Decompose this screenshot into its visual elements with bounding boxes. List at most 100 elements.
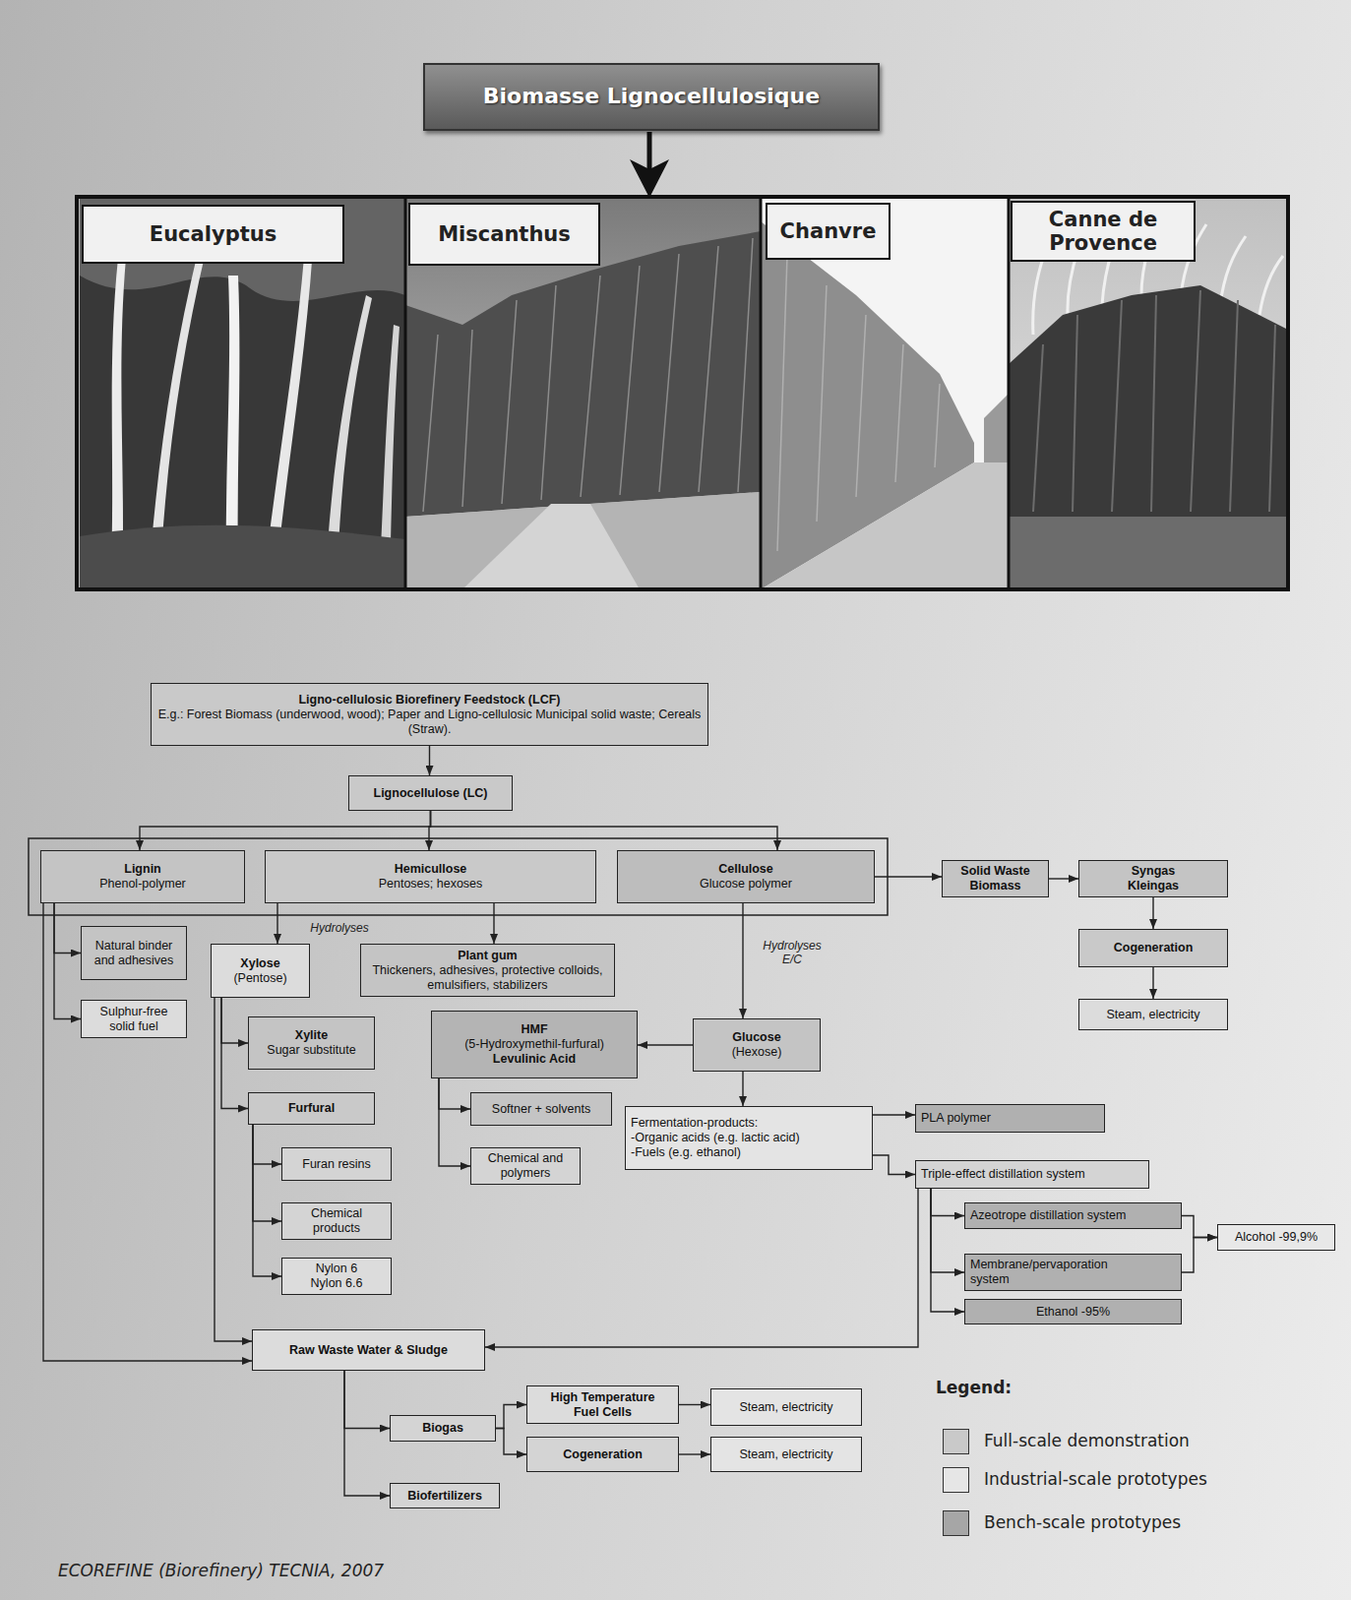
photo-label: Chanvre bbox=[765, 202, 891, 260]
node-text: (Hexose) bbox=[732, 1044, 783, 1060]
cane-streaks bbox=[1033, 290, 1276, 512]
process-box: Azeotrope distillation system bbox=[964, 1202, 1182, 1229]
process-box: Sulphur-free solid fuel bbox=[80, 999, 187, 1039]
connector bbox=[495, 1428, 527, 1456]
node-text: Chemical and polymers bbox=[480, 1151, 571, 1181]
node-text: Alcohol -99,9% bbox=[1234, 1229, 1318, 1245]
connector bbox=[438, 1078, 471, 1167]
connector bbox=[1048, 877, 1079, 879]
node-text: Steam, electricity bbox=[738, 1400, 833, 1415]
process-box: Natural binder and adhesives bbox=[80, 925, 187, 981]
legend-swatch bbox=[942, 1467, 970, 1493]
process-box: PLA polymer bbox=[915, 1104, 1106, 1133]
node-text: Ethanol -95% bbox=[1036, 1304, 1110, 1320]
process-box: Plant gumThickeners, adhesives, protecti… bbox=[360, 943, 615, 997]
node-text: (Pentose) bbox=[233, 971, 287, 986]
eucalyptus-photo bbox=[79, 196, 406, 590]
process-box: Syngas Kleingas bbox=[1078, 859, 1229, 898]
process-box: Ethanol -95% bbox=[964, 1298, 1182, 1325]
node-text: Ligno-cellulosic Biorefinery Feedstock (… bbox=[298, 692, 560, 708]
process-box: Biogas bbox=[389, 1414, 496, 1442]
process-box: Softner + solvents bbox=[470, 1092, 613, 1126]
connector bbox=[872, 1155, 916, 1175]
edge-label: Hydrolyses bbox=[295, 921, 384, 935]
connector bbox=[1181, 1216, 1218, 1238]
process-box: Lignocellulose (LC) bbox=[348, 775, 513, 811]
node-text: Glucose polymer bbox=[699, 876, 793, 892]
process-box: Solid Waste Biomass bbox=[941, 859, 1049, 898]
process-box: Steam, electricity bbox=[1078, 998, 1229, 1031]
node-text: Softner + solvents bbox=[491, 1102, 591, 1117]
caption: ECOREFINE (Biorefinery) TECNIA, 2007 bbox=[58, 1560, 384, 1581]
process-box: Nylon 6 Nylon 6.6 bbox=[281, 1257, 392, 1295]
process-box: Raw Waste Water & Sludge bbox=[251, 1329, 486, 1371]
process-box: Furan resins bbox=[281, 1147, 392, 1181]
node-text: Fermentation-products: bbox=[630, 1115, 758, 1131]
connector bbox=[344, 1370, 390, 1496]
node-text: Triple-effect distillation system bbox=[921, 1166, 1086, 1182]
big-arrow-head bbox=[629, 159, 670, 198]
node-text: -Fuels (e.g. ethanol) bbox=[630, 1145, 741, 1161]
connector bbox=[430, 810, 779, 851]
node-text: Xylose bbox=[240, 956, 280, 972]
node-text: High Temperature Fuel Cells bbox=[539, 1390, 668, 1420]
process-box: Chemical and polymers bbox=[470, 1147, 581, 1185]
node-text: Glucose bbox=[732, 1030, 781, 1045]
connector bbox=[495, 1405, 527, 1429]
field-path bbox=[760, 462, 1009, 590]
connector bbox=[276, 903, 278, 944]
process-box: Furfural bbox=[247, 1092, 375, 1125]
node-text: Miscanthus bbox=[437, 222, 571, 246]
connector bbox=[1152, 967, 1154, 999]
process-box: Glucose(Hexose) bbox=[692, 1018, 821, 1072]
legend-title: Legend: bbox=[935, 1377, 1012, 1398]
node-text: Hemicullose bbox=[394, 861, 468, 877]
photo-label: Canne de Provence bbox=[1010, 200, 1196, 262]
node-text: Cogeneration bbox=[562, 1447, 643, 1463]
process-box: LigninPhenol-polymer bbox=[40, 850, 246, 904]
grass-mass bbox=[405, 231, 761, 517]
node-text: Azeotrope distillation system bbox=[970, 1208, 1126, 1224]
miscanthus-photo bbox=[405, 196, 761, 590]
title-box: Biomasse Lignocellulosique bbox=[423, 62, 880, 131]
node-text: (5-Hydroxymethil-furfural) bbox=[464, 1037, 605, 1052]
connector bbox=[221, 997, 248, 1109]
node-text: Lignocellulose (LC) bbox=[373, 786, 489, 801]
connector bbox=[252, 1124, 282, 1165]
node-text: Sulphur-free solid fuel bbox=[89, 1004, 179, 1035]
node-text: Membrane/pervaporation system bbox=[970, 1257, 1143, 1288]
connector bbox=[872, 1113, 916, 1115]
legend-swatch bbox=[942, 1428, 970, 1455]
connector bbox=[139, 810, 431, 851]
node-text: Canne de Provence bbox=[1017, 207, 1189, 255]
node-text: Furan resins bbox=[302, 1157, 370, 1172]
connector bbox=[678, 1404, 711, 1406]
node-text: HMF bbox=[520, 1022, 548, 1038]
process-box: Cogeneration bbox=[1078, 928, 1229, 968]
legend-text: Full-scale demonstration bbox=[983, 1430, 1190, 1451]
cane-mass bbox=[1008, 285, 1289, 517]
node-text: E.g.: Forest Biomass (underwood, wood); … bbox=[156, 707, 703, 737]
node-text: Raw Waste Water & Sludge bbox=[289, 1343, 448, 1358]
grass-streaks bbox=[423, 238, 753, 512]
connector bbox=[344, 1370, 390, 1429]
legend-text: Bench-scale prototypes bbox=[983, 1512, 1181, 1533]
node-text: -Organic acids (e.g. lactic acid) bbox=[630, 1130, 800, 1146]
photo-ground bbox=[79, 196, 406, 590]
photo-ground bbox=[405, 491, 761, 590]
photo-frame bbox=[76, 196, 1289, 590]
node-text: Chemical products bbox=[301, 1206, 372, 1236]
process-box: Fermentation-products:-Organic acids (e.… bbox=[624, 1105, 873, 1170]
node-text: Xylite bbox=[295, 1028, 328, 1044]
connector bbox=[678, 1453, 711, 1455]
connector bbox=[741, 1071, 743, 1106]
edge-label: Hydrolyses E/C bbox=[757, 938, 827, 968]
process-box: Alcohol -99,9% bbox=[1217, 1224, 1336, 1251]
connector bbox=[221, 997, 248, 1044]
connector bbox=[214, 997, 252, 1342]
connector bbox=[1152, 897, 1154, 929]
connector bbox=[930, 1188, 965, 1273]
process-box: Ligno-cellulosic Biorefinery Feedstock (… bbox=[150, 682, 709, 746]
process-box: HMF(5-Hydroxymethil-furfural)Levulinic A… bbox=[430, 1010, 638, 1079]
process-box: XyliteSugar substitute bbox=[247, 1016, 375, 1070]
